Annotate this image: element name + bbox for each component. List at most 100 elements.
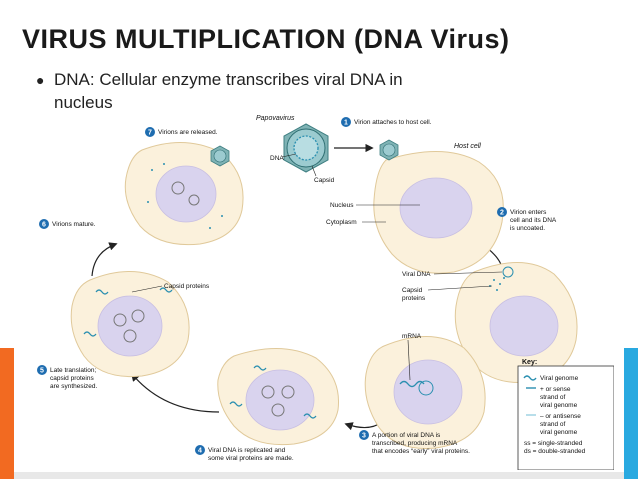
dna-circle-icon [113, 313, 127, 327]
protein-dot [493, 279, 495, 281]
cell-stage-3 [364, 336, 486, 450]
papovavirus [283, 123, 329, 173]
capsid-protein-strand-icon [83, 331, 97, 337]
key-box [517, 365, 614, 470]
cycle-arrow-4-5 [130, 372, 220, 413]
attaching-virion-core [382, 143, 396, 157]
bullet-text: DNA: Cellular enzyme transcribes viral D… [54, 68, 434, 114]
key-minus-strand-line2: strand of [540, 421, 565, 428]
nucleus-2 [489, 295, 559, 357]
step-2-number-icon [497, 207, 507, 217]
capsid-proteins-label-line1: Capsid [402, 287, 423, 294]
step-5: 5 Late translation; capsid proteins are … [37, 365, 98, 390]
viral-genome-key-icon [523, 375, 537, 381]
key-ss: ss = single-stranded [524, 440, 583, 447]
bullet-dot-icon: ● [36, 72, 45, 88]
bottom-gray-band [14, 472, 624, 479]
protein-dot [499, 283, 501, 285]
step-7-number-icon [145, 127, 155, 137]
mrna-strand-icon [399, 380, 425, 388]
step-6-number: 6 [42, 222, 46, 229]
step-4-caption-line1: Viral DNA is replicated and [208, 447, 286, 454]
key-viral-genome: Viral genome [540, 375, 579, 382]
uncoated-viral-dna-icon [502, 266, 514, 278]
step-2-caption-line2: cell and its DNA [510, 217, 557, 224]
protein-dot [163, 163, 165, 165]
cell-stage-6-7 [124, 142, 244, 246]
papovavirus-label: Papovavirus [256, 115, 295, 122]
cell-stage-1 [373, 139, 504, 274]
step-2-number: 2 [500, 210, 504, 217]
slide-title: VIRUS MULTIPLICATION (DNA Virus) [22, 24, 510, 54]
step-4: 4 Viral DNA is replicated and some viral… [195, 445, 294, 462]
step-4-number: 4 [198, 448, 202, 455]
step-1-caption: Virion attaches to host cell. [354, 119, 432, 126]
bullet-body: Cellular enzyme transcribes viral DNA in… [54, 70, 403, 112]
replicated-dna-icon [281, 385, 295, 399]
capsid-label: Capsid [314, 177, 335, 184]
nucleus-4 [245, 369, 315, 431]
step-1-number: 1 [344, 120, 348, 127]
step-3: 3 A portion of viral DNA is transcribed,… [359, 430, 470, 455]
viral-dna-pointer [433, 271, 503, 275]
step-1-number-icon [341, 117, 351, 127]
step-5-number-icon [37, 365, 47, 375]
step-2: 2 Virion enters cell and its DNA is unco… [497, 207, 557, 232]
released-virion-core [213, 149, 227, 163]
cell-stage-2 [454, 262, 578, 384]
nucleus-6 [155, 165, 217, 223]
dna-circle-icon [131, 309, 145, 323]
step-3-number: 3 [362, 433, 366, 440]
capsid-pointer [311, 165, 317, 177]
viral-protein-strand-icon [303, 413, 317, 419]
nucleus-5 [97, 295, 163, 357]
dna-circle-icon [123, 329, 137, 343]
replicated-dna-icon [261, 385, 275, 399]
step-6-caption: Virions mature. [52, 221, 96, 228]
cycle-arrow-5-6 [91, 242, 118, 277]
mrna-label: mRNA [402, 333, 422, 340]
capsid-proteins-label-2: Capsid proteins [164, 283, 210, 290]
key-plus-strand-line2: strand of [540, 394, 565, 401]
left-orange-accent-bar [0, 348, 14, 479]
step-1: 1 Virion attaches to host cell. [341, 117, 432, 127]
step-7: 7 Virions are released. [145, 127, 218, 137]
step-7-caption: Virions are released. [158, 129, 218, 136]
cytoplasm-label: Cytoplasm [326, 219, 357, 226]
virus-multiplication-diagram: Papovavirus DNA Capsid Host cell Nucleus… [37, 115, 614, 470]
step-3-caption-line2: transcribed, producing mRNA [372, 440, 458, 447]
maturing-virion-icon [171, 181, 185, 195]
step-3-caption-line3: that encodes “early” viral proteins. [372, 448, 470, 455]
protein-dot [221, 215, 223, 217]
capsid-protein-strand-icon [159, 287, 173, 293]
right-blue-accent-bar [624, 348, 638, 479]
key-plus-strand-line1: + or sense [540, 386, 571, 393]
viral-dna-circle-3 [418, 380, 434, 396]
capsid-protein-strand-icon [95, 289, 109, 295]
capsid-proteins-label-line2: proteins [402, 295, 426, 302]
key-ds: ds = double-stranded [524, 448, 586, 455]
cell-stage-4 [217, 348, 340, 446]
mrna-pointer [407, 339, 411, 381]
viral-protein-strand-icon [253, 365, 267, 371]
step-6: 6 Virions mature. [39, 219, 96, 229]
nucleus-label: Nucleus [330, 202, 354, 209]
papovavirus-dna-icon [293, 135, 319, 161]
step-4-number-icon [195, 445, 205, 455]
step-6-number-icon [39, 219, 49, 229]
step-2-caption-line1: Virion enters [510, 209, 547, 216]
step-3-number-icon [359, 430, 369, 440]
replicated-dna-icon [271, 403, 285, 417]
nucleus-1 [399, 177, 473, 239]
step-5-caption-line3: are synthesized. [50, 383, 98, 390]
capsid-protein-dots-2 [489, 277, 505, 291]
host-cell-label: Host cell [454, 143, 481, 150]
cell-stage-5 [70, 271, 190, 378]
step-2-caption-line3: is uncoated. [510, 225, 545, 232]
key-title: Key: [522, 359, 537, 366]
capsid-proteins-pointer-2 [131, 285, 163, 293]
dna-label: DNA [270, 155, 284, 162]
viral-protein-strand-icon [229, 401, 243, 407]
step-5-caption-line1: Late translation; [50, 367, 96, 374]
key-legend: Key: Viral genome + or sense strand of v… [517, 359, 614, 470]
